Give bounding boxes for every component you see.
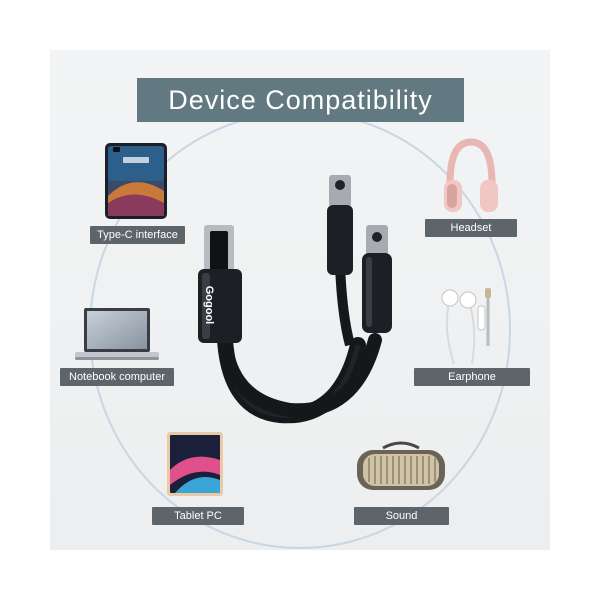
label-type-c-interface: Type-C interface [90,226,185,244]
label-tablet-pc: Tablet PC [152,507,244,525]
label-notebook-computer: Notebook computer [60,368,174,386]
speaker-icon [357,441,445,490]
page-title: Device Compatibility [137,78,464,122]
label-earphone: Earphone [414,368,530,386]
label-sound: Sound [354,507,449,525]
brand-logo: Gogool [203,285,215,325]
laptop-icon [75,308,159,360]
tablet-icon [167,432,223,496]
label-headset: Headset [425,219,517,237]
smartphone-icon [105,143,167,219]
type-c-splitter-cable-icon [198,175,392,424]
earphones-icon [441,288,491,365]
headphones-icon [444,138,498,212]
